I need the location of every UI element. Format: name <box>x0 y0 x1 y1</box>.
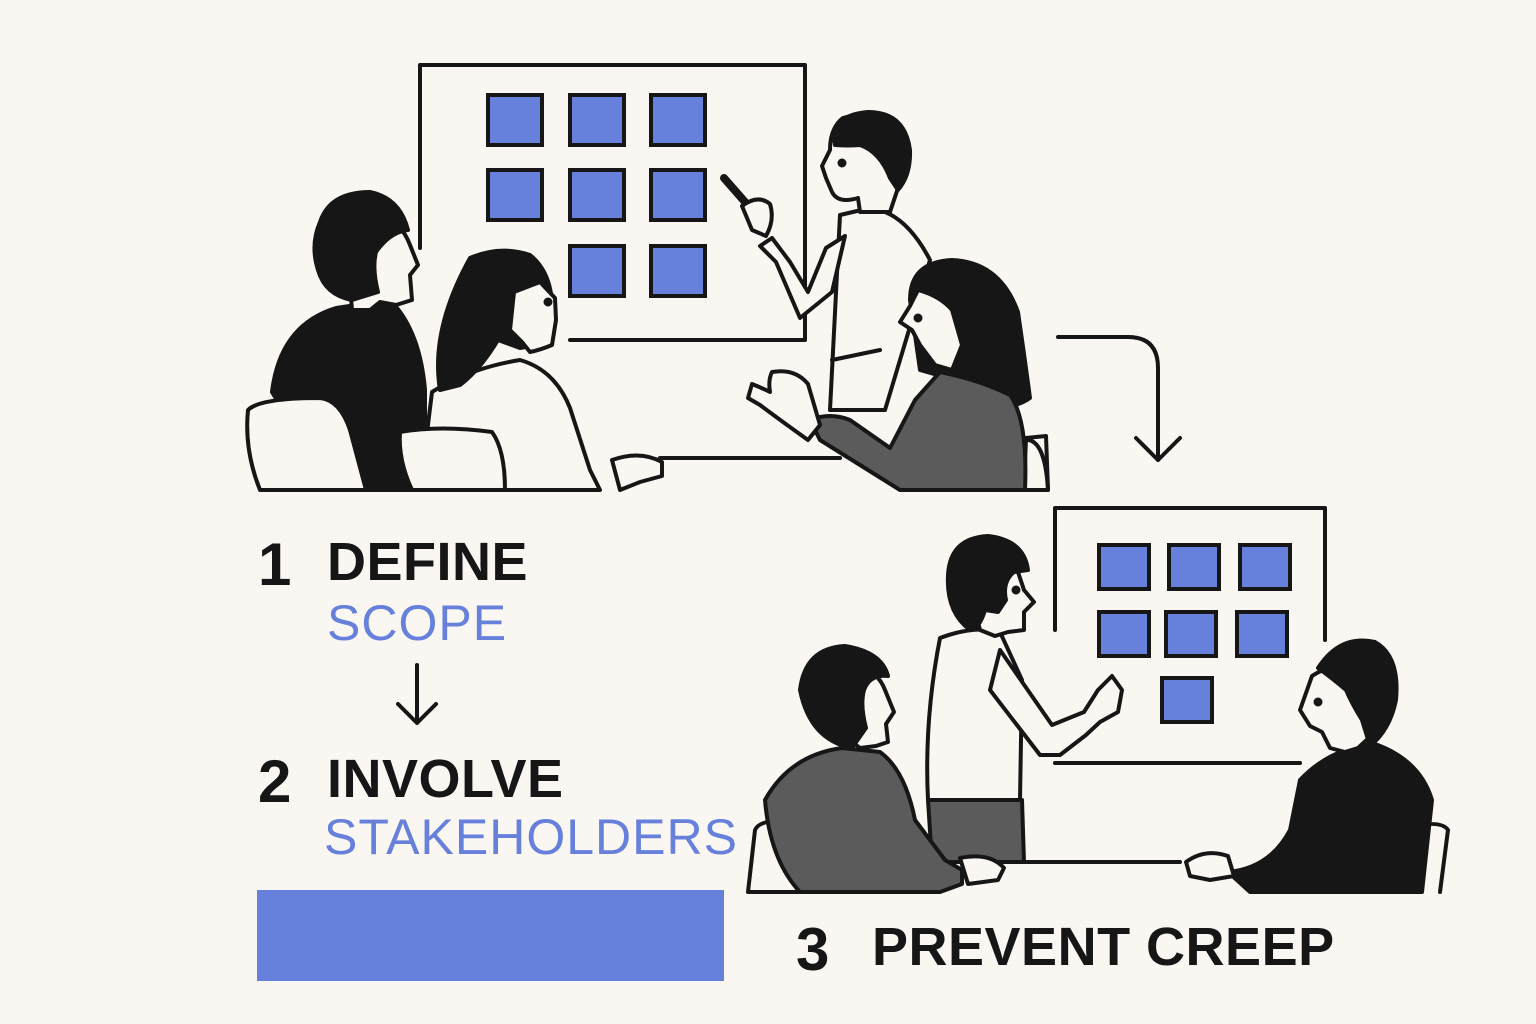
sticky-note-icon <box>568 93 626 147</box>
sticky-note-icon <box>568 244 626 298</box>
scene-define-scope <box>245 63 1050 492</box>
step-1-subtitle: SCOPE <box>327 595 508 651</box>
sticky-note-icon <box>1160 676 1214 724</box>
man-curly-hair <box>245 190 427 492</box>
sticky-note-icon <box>649 244 707 298</box>
presenter <box>720 110 932 412</box>
woman-long-hair <box>397 248 664 492</box>
step-3-title: PREVENT CREEP <box>872 917 1335 977</box>
presenter <box>925 534 1124 864</box>
sticky-note-icon <box>1097 543 1151 591</box>
seated-man-left <box>746 644 1006 894</box>
whiteboard <box>418 63 807 342</box>
step-1-number: 1 <box>258 531 292 598</box>
sticky-note-icon <box>1167 543 1221 591</box>
scene-prevent-creep <box>746 506 1450 894</box>
sticky-note-icon <box>1097 610 1151 658</box>
step-1-title: DEFINE <box>327 532 529 592</box>
sticky-note-icon <box>486 93 544 147</box>
sticky-notes <box>486 93 707 298</box>
sticky-note-icon <box>1164 610 1218 658</box>
sticky-note-icon <box>1238 543 1292 591</box>
highlight-bar <box>257 890 724 981</box>
chair <box>1023 437 1050 492</box>
step-2-number: 2 <box>258 748 292 815</box>
curved-arrow-icon <box>1056 335 1182 462</box>
arrow-down-icon <box>396 663 438 725</box>
sticky-note-icon <box>649 93 707 147</box>
sticky-note-icon <box>568 168 626 222</box>
seated-man-right <box>1184 638 1450 894</box>
sticky-note-icon <box>649 168 707 222</box>
step-3-number: 3 <box>796 916 830 983</box>
whiteboard <box>1053 506 1327 642</box>
step-2-subtitle: STAKEHOLDERS <box>324 809 738 865</box>
sticky-note-icon <box>486 168 544 222</box>
sticky-note-icon <box>1235 610 1289 658</box>
sticky-notes <box>1097 543 1292 724</box>
step-2-title: INVOLVE <box>327 749 564 809</box>
